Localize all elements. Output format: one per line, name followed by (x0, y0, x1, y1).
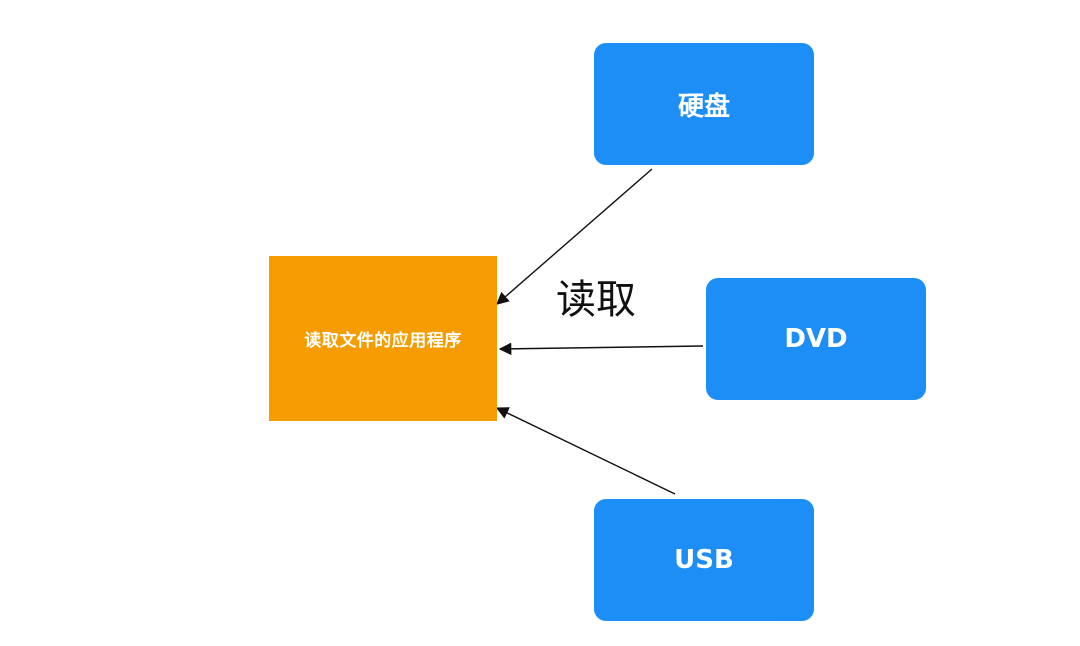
usb-label: USB (674, 545, 734, 575)
hard-disk-node: 硬盘 (594, 43, 814, 165)
dvd-node: DVD (706, 278, 926, 400)
hard-disk-label: 硬盘 (677, 91, 730, 122)
arrow-usb-to-app (495, 407, 676, 495)
usb-node: USB (594, 499, 814, 621)
app-node-label: 读取文件的应用程序 (304, 331, 462, 351)
read-edge-label: 读取 (556, 277, 636, 323)
app-node: 读取文件的应用程序 (269, 256, 497, 421)
arrow-dvd-to-app (498, 342, 704, 356)
dvd-label: DVD (784, 324, 848, 354)
arrow-hdd-to-app (496, 168, 653, 305)
